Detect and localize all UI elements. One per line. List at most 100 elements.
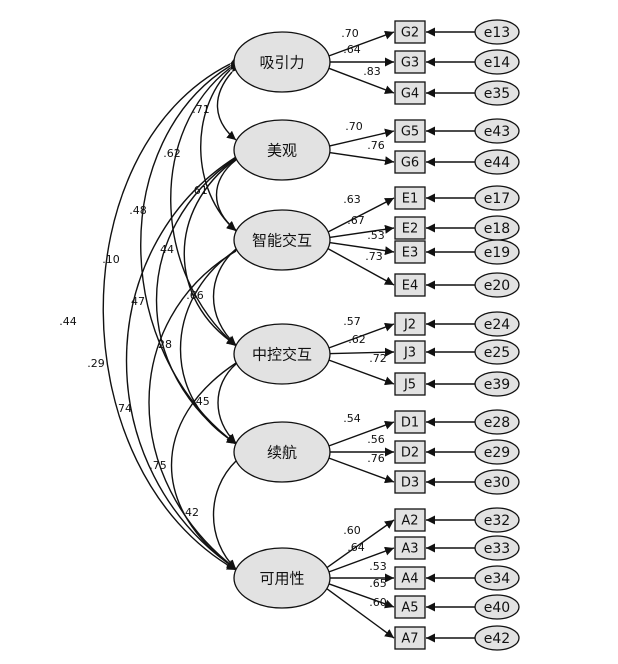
error-term — [474, 80, 520, 106]
loading-path — [326, 247, 395, 286]
loading-label: .70 — [345, 120, 363, 133]
covariance-label: .62 — [163, 147, 181, 160]
loading-path — [326, 128, 395, 148]
latent-factor — [233, 547, 331, 609]
error-label: e28 — [484, 415, 510, 431]
loading-label: .64 — [347, 541, 365, 554]
loading-path — [326, 151, 395, 166]
error-term — [474, 185, 520, 211]
loading-label: .73 — [365, 250, 383, 263]
indicator-label: E2 — [402, 222, 419, 237]
error-label: e43 — [484, 124, 510, 140]
indicator-label: G5 — [401, 125, 419, 140]
loading-path — [326, 322, 395, 350]
loading-label: .76 — [367, 452, 385, 465]
loading-label: .62 — [348, 333, 366, 346]
error-label: e17 — [484, 191, 510, 207]
loading-label: .56 — [367, 433, 385, 446]
error-label: e42 — [484, 631, 510, 647]
indicator-box — [394, 626, 426, 650]
error-term — [474, 409, 520, 435]
error-term — [474, 49, 520, 75]
indicator-label: J5 — [403, 378, 416, 393]
loading-path — [326, 588, 395, 639]
latent-factor — [233, 209, 331, 271]
error-term — [474, 507, 520, 533]
loading-label: .54 — [343, 412, 361, 425]
error-label: e13 — [484, 25, 510, 41]
loading-path — [326, 420, 395, 448]
indicator-box — [394, 595, 426, 619]
indicator-box — [394, 273, 426, 297]
error-label: e30 — [484, 475, 510, 491]
covariance-label: 28 — [158, 338, 172, 351]
indicator-label: D1 — [401, 416, 419, 431]
indicator-label: D3 — [401, 476, 419, 491]
covariance-arc — [200, 60, 240, 232]
indicator-box — [394, 216, 426, 240]
indicator-label: E1 — [402, 192, 419, 207]
latent-label: 智能交互 — [252, 232, 312, 250]
latent-label: 吸引力 — [259, 54, 304, 72]
error-label: e44 — [484, 155, 511, 171]
indicator-label: A4 — [401, 572, 418, 587]
covariance-arc — [148, 242, 247, 570]
loading-path — [326, 224, 395, 239]
indicator-label: A5 — [401, 601, 418, 616]
latent-label: 美观 — [267, 142, 297, 160]
latent-factor — [233, 323, 331, 385]
indicator-label: A3 — [401, 542, 418, 557]
indicator-label: G3 — [401, 56, 419, 71]
error-term — [474, 339, 520, 365]
covariance-arc — [212, 451, 246, 570]
covariance-label: .10 — [102, 253, 120, 266]
loading-label: .72 — [369, 352, 387, 365]
indicator-box — [394, 536, 426, 560]
covariance-arc — [183, 150, 246, 346]
covariance-arc — [102, 55, 241, 571]
loading-path — [326, 241, 395, 256]
error-label: e34 — [484, 571, 511, 587]
loading-label: .83 — [363, 65, 381, 78]
indicator-label: A7 — [401, 632, 418, 647]
indicator-label: E4 — [402, 279, 419, 294]
loading-path — [326, 582, 395, 609]
loading-path — [326, 347, 395, 357]
error-label: e19 — [484, 245, 510, 261]
indicator-label: G2 — [401, 26, 419, 41]
latent-factor — [233, 421, 331, 483]
latent-label: 可用性 — [259, 570, 304, 588]
error-label: e39 — [484, 377, 510, 393]
error-label: e24 — [484, 317, 511, 333]
indicator-box — [394, 410, 426, 434]
loading-label: .67 — [347, 214, 365, 227]
indicator-label: E3 — [402, 246, 419, 261]
indicator-box — [394, 119, 426, 143]
error-term — [474, 272, 520, 298]
indicator-box — [394, 508, 426, 532]
error-label: e40 — [484, 600, 510, 616]
indicator-box — [394, 372, 426, 396]
indicator-label: A2 — [401, 514, 418, 529]
indicator-label: D2 — [401, 446, 419, 461]
indicator-box — [394, 240, 426, 264]
loading-path — [326, 30, 395, 58]
error-term — [474, 535, 520, 561]
error-label: e35 — [484, 86, 510, 102]
covariance-label: 74 — [118, 402, 132, 415]
error-label: e25 — [484, 345, 510, 361]
loading-label: .63 — [343, 193, 361, 206]
indicator-box — [394, 50, 426, 74]
covariance-arc — [179, 241, 246, 444]
covariance-label: .75 — [149, 459, 167, 472]
loading-layer: .70.64.83.70.76.63.67.53.73.57.62.72.54.… — [326, 27, 475, 643]
loading-label: .60 — [343, 524, 361, 537]
indicator-box — [394, 440, 426, 464]
covariance-arc — [125, 148, 247, 570]
covariance-label: 42 — [185, 506, 199, 519]
covariance-arc — [140, 57, 241, 445]
error-label: e29 — [484, 445, 510, 461]
error-term — [474, 625, 520, 651]
loading-label: .76 — [367, 139, 385, 152]
